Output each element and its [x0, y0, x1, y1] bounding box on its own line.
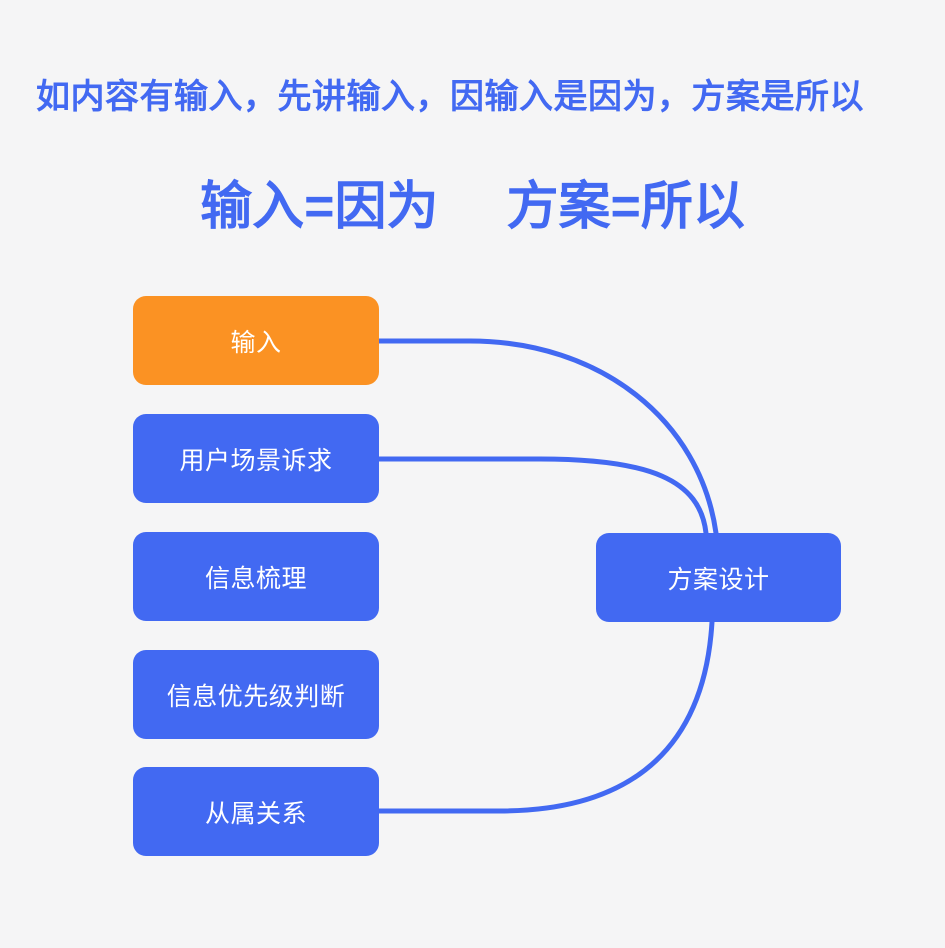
page-title: 如内容有输入，先讲输入，因输入是因为，方案是所以	[36, 78, 864, 116]
node-user-scenario-demand[interactable]: 用户场景诉求	[133, 414, 379, 503]
node-affiliation-relationship[interactable]: 从属关系	[133, 767, 379, 856]
node-information-organization[interactable]: 信息梳理	[133, 532, 379, 621]
node-information-organization-label: 信息梳理	[204, 564, 307, 593]
equation-input-equals-because: 输入=因为	[200, 178, 439, 236]
node-solution-design[interactable]: 方案设计	[596, 533, 841, 622]
node-affiliation-relationship-label: 从属关系	[204, 799, 307, 828]
node-solution-design-label: 方案设计	[667, 565, 770, 594]
node-information-priority-judgement-label: 信息优先级判断	[166, 682, 346, 711]
node-information-priority-judgement[interactable]: 信息优先级判断	[133, 650, 379, 739]
connector-affiliation-to-solution	[376, 619, 715, 814]
node-user-scenario-demand-label: 用户场景诉求	[179, 446, 333, 475]
node-input[interactable]: 输入	[133, 296, 379, 385]
equation-solution-equals-therefore: 方案=所以	[506, 178, 745, 236]
connector-user-scenario-to-solution	[376, 456, 709, 536]
equation-subtitle: 输入=因为 方案=所以	[0, 172, 945, 242]
node-input-label: 输入	[230, 328, 282, 357]
connector-input-to-solution	[376, 338, 719, 536]
